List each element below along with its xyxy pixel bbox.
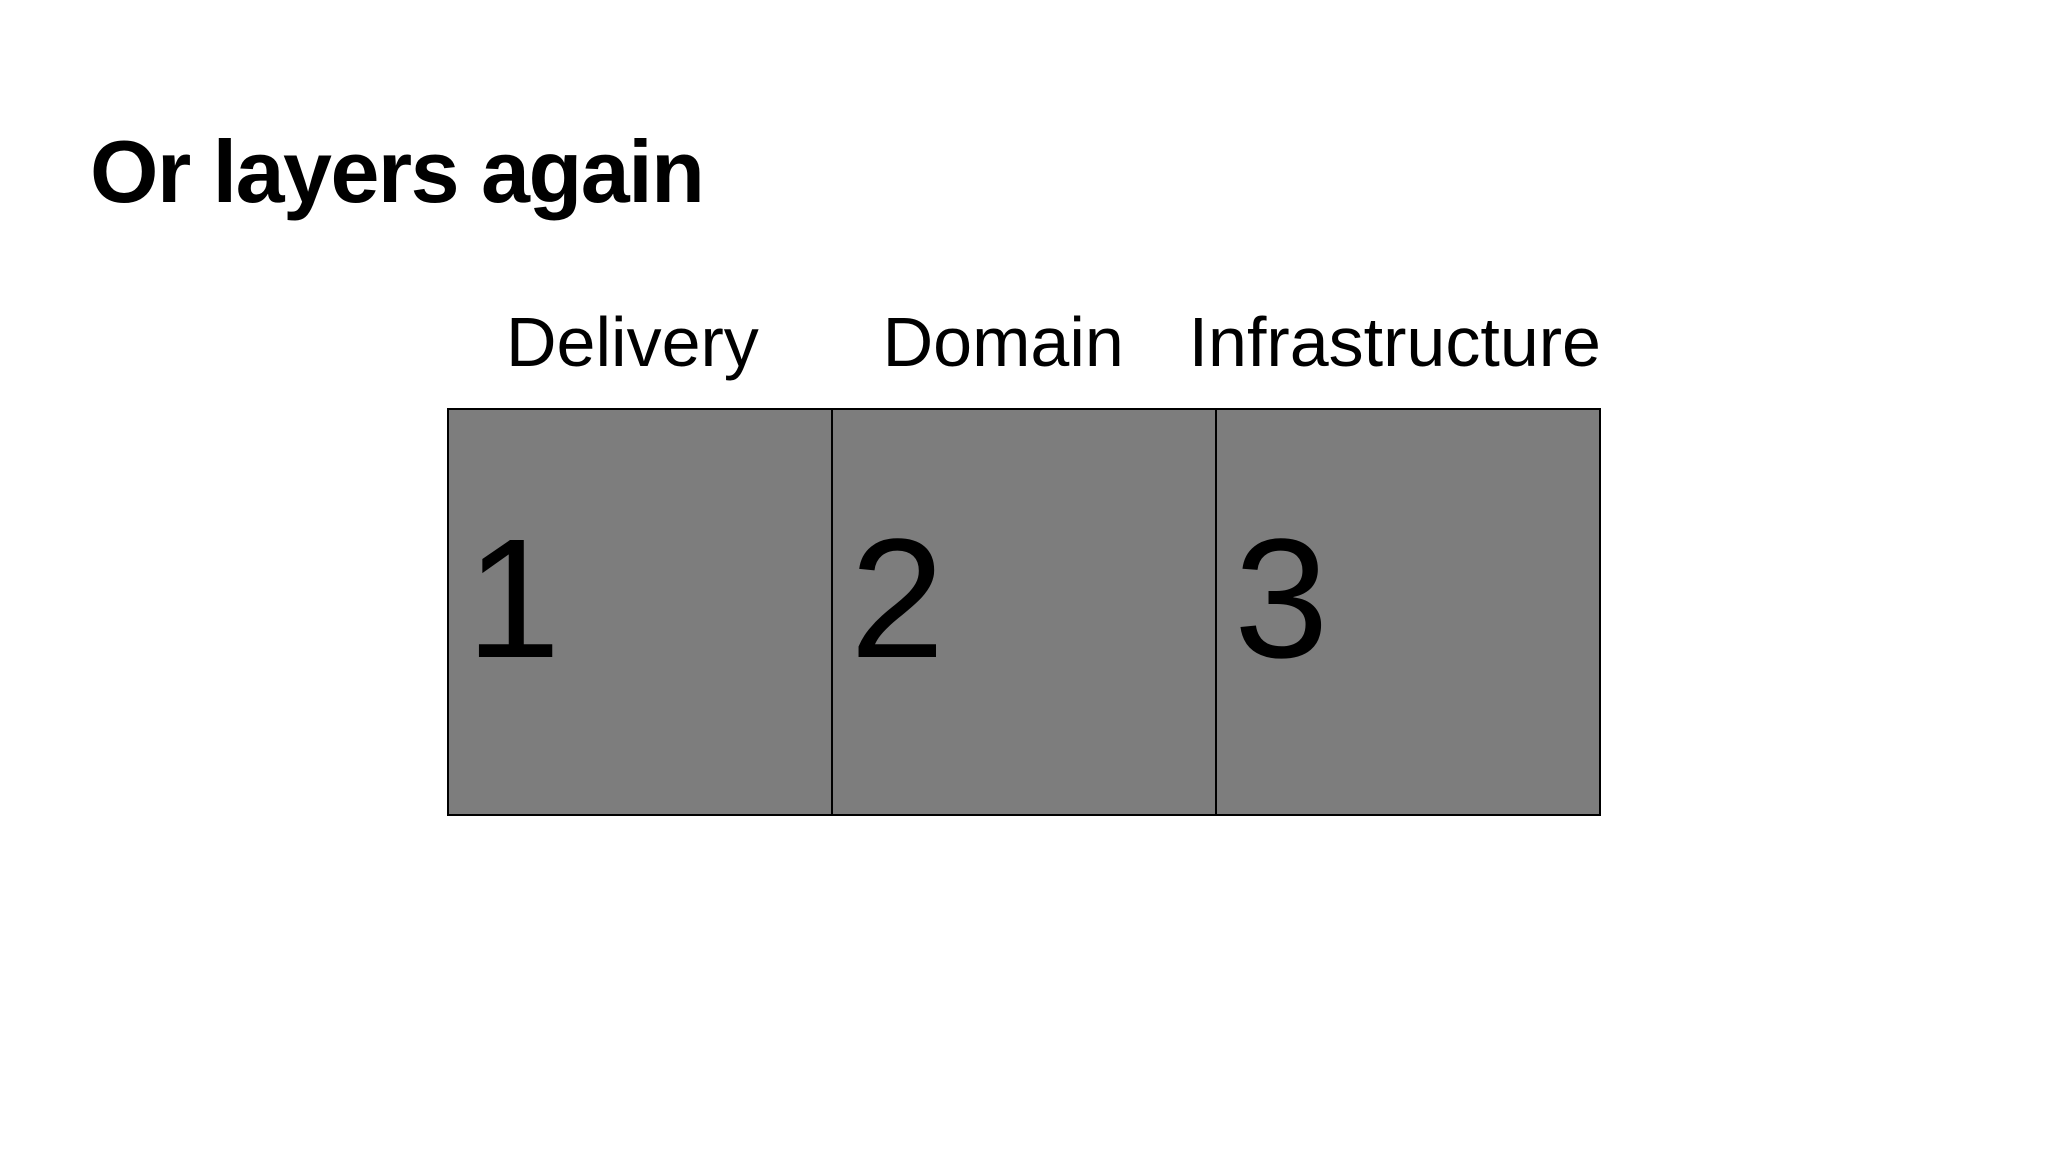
layer-box-delivery: 1	[449, 410, 833, 814]
layer-number-2: 2	[850, 504, 945, 694]
layer-labels-row: Delivery Domain Infrastructure	[447, 307, 1601, 377]
layer-box-domain: 2	[833, 410, 1217, 814]
layer-box-infrastructure: 3	[1217, 410, 1599, 814]
layer-number-1: 1	[466, 504, 561, 694]
layer-number-3: 3	[1234, 504, 1329, 694]
slide-title: Or layers again	[90, 122, 705, 221]
layer-label-infrastructure: Infrastructure	[1188, 303, 1601, 381]
layer-label-domain: Domain	[882, 303, 1124, 381]
layers-box-group: 1 2 3	[447, 408, 1601, 816]
layer-label-delivery: Delivery	[505, 303, 759, 381]
